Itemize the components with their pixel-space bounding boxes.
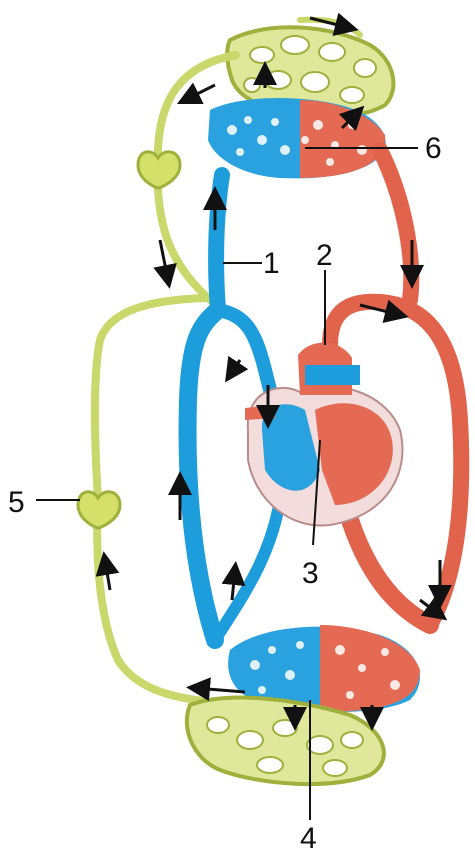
label-6: 6 xyxy=(425,132,442,165)
label-2: 2 xyxy=(316,239,333,272)
label-5: 5 xyxy=(8,486,25,519)
lymph-node-icon xyxy=(138,152,180,188)
label-3: 3 xyxy=(302,557,319,590)
label-4: 4 xyxy=(300,822,317,854)
label-1: 1 xyxy=(263,247,280,280)
lymph-node-icon xyxy=(78,492,120,528)
